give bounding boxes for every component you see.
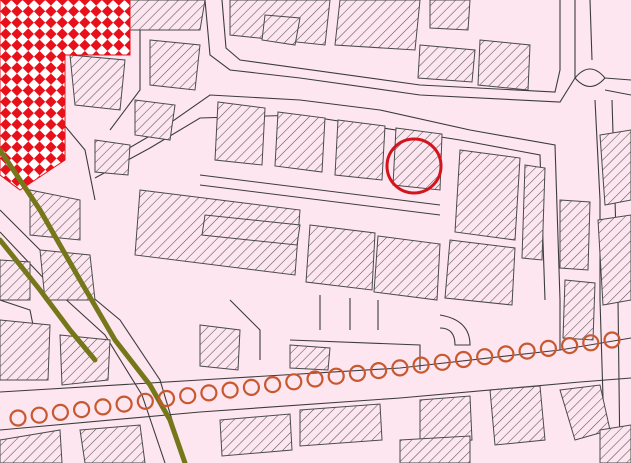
- route-circle: [539, 339, 558, 357]
- route-circle: [115, 395, 133, 413]
- route-circle: [348, 364, 366, 382]
- route-circle: [412, 356, 430, 374]
- route-circle: [285, 373, 303, 391]
- location-marker[interactable]: [385, 137, 443, 195]
- route-circle: [306, 370, 324, 388]
- route-circle: [391, 359, 409, 377]
- route-circle: [582, 334, 600, 352]
- route-circle: [433, 353, 451, 371]
- route-circle: [518, 342, 536, 360]
- route-circle: [94, 398, 112, 416]
- orange-route: [9, 331, 621, 427]
- route-circle: [476, 348, 494, 366]
- route-circle: [136, 392, 154, 410]
- route-circle: [9, 409, 27, 427]
- route-circle: [30, 406, 48, 424]
- route-circle: [497, 345, 515, 363]
- route-circle: [51, 403, 70, 421]
- route-circle: [200, 384, 218, 402]
- route-circle: [370, 362, 388, 380]
- route-circle: [603, 331, 621, 349]
- restricted-zone: [0, 0, 131, 191]
- route-circle: [157, 389, 176, 408]
- route-circle: [327, 367, 345, 385]
- route-circle: [560, 337, 579, 355]
- green-route: [0, 147, 188, 463]
- route-circle: [179, 387, 197, 405]
- route-circle: [221, 381, 239, 399]
- route-circle: [72, 401, 91, 419]
- route-circle: [264, 376, 282, 394]
- route-circle: [242, 378, 260, 396]
- route-circle: [454, 350, 473, 369]
